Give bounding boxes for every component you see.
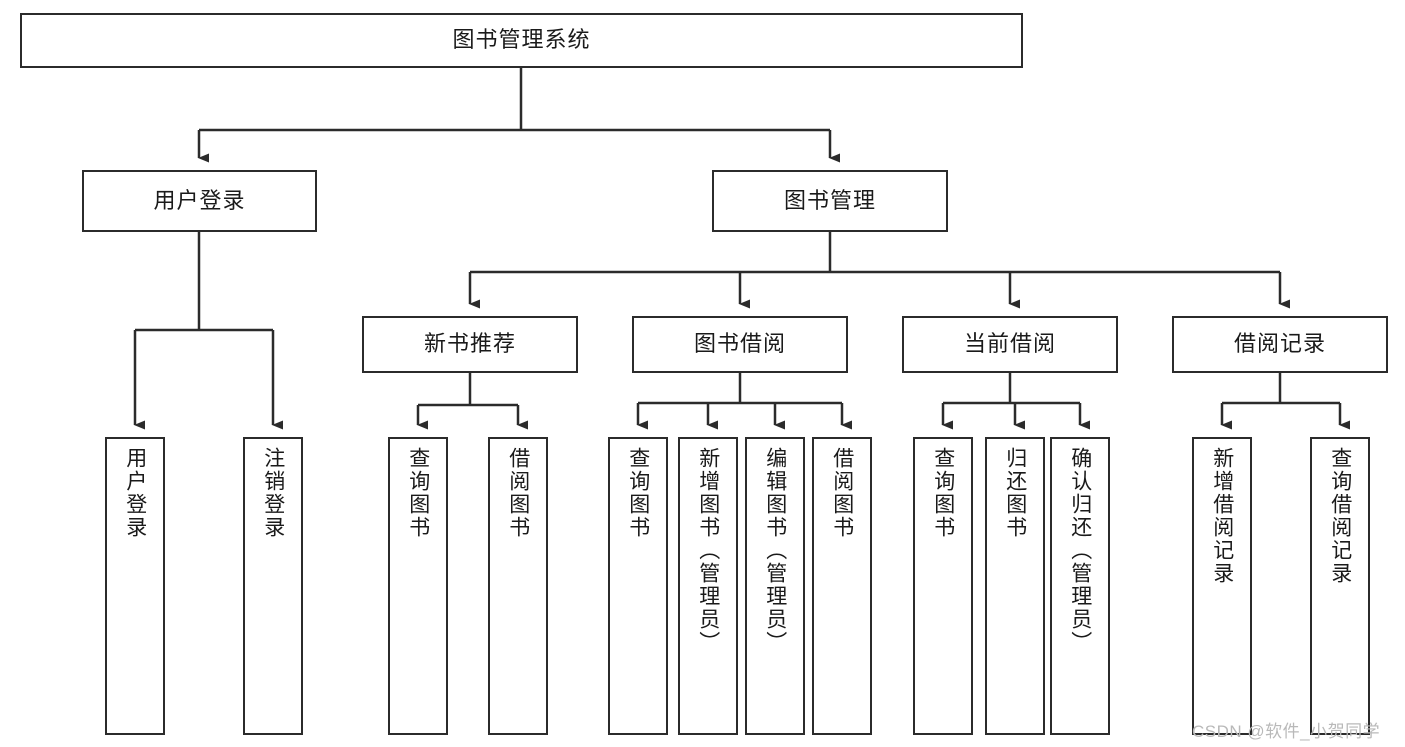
node-borrow-record[interactable]: 借阅记录 xyxy=(1172,316,1388,373)
node-label: 注销登录 xyxy=(261,447,285,539)
leaf-borrow-edit-book[interactable]: 编辑图书（管理员） xyxy=(745,437,805,735)
node-label: 借阅图书 xyxy=(830,447,854,539)
leaf-user-login-login[interactable]: 用户登录 xyxy=(105,437,165,735)
leaf-current-confirm-return[interactable]: 确认归还（管理员） xyxy=(1050,437,1110,735)
leaf-current-query-book[interactable]: 查询图书 xyxy=(913,437,973,735)
node-label: 借阅图书 xyxy=(506,447,530,539)
node-label: 借阅记录 xyxy=(1233,331,1326,357)
node-label: 新增借阅记录 xyxy=(1210,447,1234,585)
node-label: 归还图书 xyxy=(1003,447,1027,539)
node-label: 查询图书 xyxy=(406,447,430,539)
node-label: 用户登录 xyxy=(153,187,246,213)
node-label: 查询借阅记录 xyxy=(1328,447,1352,585)
leaf-user-login-logout[interactable]: 注销登录 xyxy=(243,437,303,735)
node-label: 新书推荐 xyxy=(423,331,516,357)
node-label: 图书借阅 xyxy=(693,331,786,357)
leaf-current-return-book[interactable]: 归还图书 xyxy=(985,437,1045,735)
node-current-borrow[interactable]: 当前借阅 xyxy=(902,316,1118,373)
leaf-new-book-query[interactable]: 查询图书 xyxy=(388,437,448,735)
node-new-book-recommend[interactable]: 新书推荐 xyxy=(362,316,578,373)
node-label: 图书管理 xyxy=(783,187,876,213)
watermark-text: CSDN @软件_小贺同学 xyxy=(1192,722,1381,741)
node-label: 当前借阅 xyxy=(963,331,1056,357)
node-label: 用户登录 xyxy=(123,447,147,539)
node-label: 新增图书（管理员） xyxy=(696,447,720,654)
leaf-borrow-add-book[interactable]: 新增图书（管理员） xyxy=(678,437,738,735)
node-book-management[interactable]: 图书管理 xyxy=(712,170,948,232)
leaf-borrow-borrow-book[interactable]: 借阅图书 xyxy=(812,437,872,735)
node-root-system[interactable]: 图书管理系统 xyxy=(20,13,1023,68)
node-label: 编辑图书（管理员） xyxy=(763,447,787,654)
node-user-login[interactable]: 用户登录 xyxy=(82,170,317,232)
node-label: 确认归还（管理员） xyxy=(1068,447,1092,654)
leaf-record-query[interactable]: 查询借阅记录 xyxy=(1310,437,1370,735)
node-book-borrow[interactable]: 图书借阅 xyxy=(632,316,848,373)
node-label: 图书管理系统 xyxy=(452,27,591,53)
node-label: 查询图书 xyxy=(626,447,650,539)
node-label: 查询图书 xyxy=(931,447,955,539)
leaf-borrow-query-book[interactable]: 查询图书 xyxy=(608,437,668,735)
leaf-record-add[interactable]: 新增借阅记录 xyxy=(1192,437,1252,735)
leaf-new-book-borrow[interactable]: 借阅图书 xyxy=(488,437,548,735)
